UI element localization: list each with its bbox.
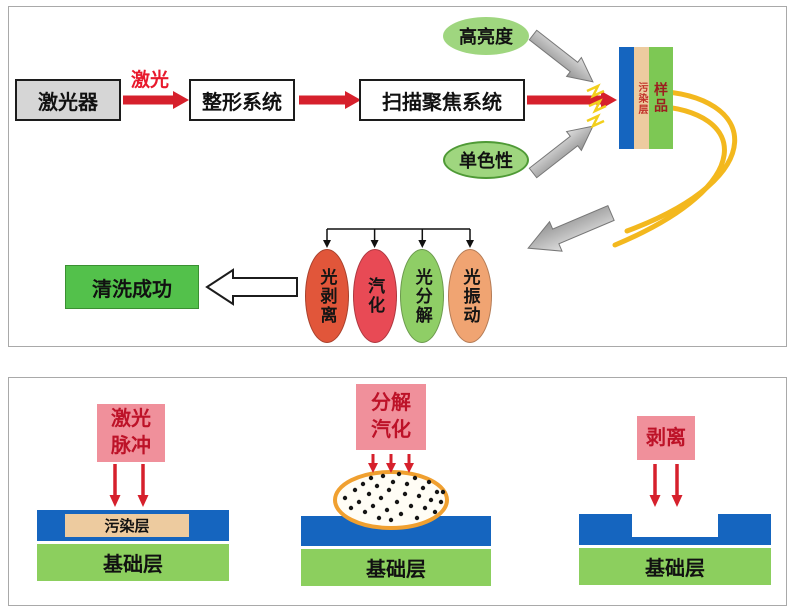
laser-beam-label: 激光: [131, 70, 170, 91]
mechanism-oval-photovibration: 光振动: [448, 249, 492, 343]
laser-arrow-3-icon: [527, 91, 617, 109]
mechanism-label: 汽化: [365, 277, 385, 315]
beam-sparks-icon: [586, 83, 607, 129]
mechanism-label: 光振动: [460, 267, 480, 325]
stage3-base-layer: 基础层: [579, 548, 771, 585]
sample-stack: 污染层 样品: [619, 47, 673, 149]
pulse-arrows-stage2-icon: [368, 454, 414, 473]
shaping-system-label: 整形系统: [202, 91, 282, 114]
mechanism-label: 光剥离: [317, 267, 337, 325]
stage2-contamination-layer-bar: [301, 516, 491, 546]
stage2-base-label: 基础层: [366, 559, 426, 581]
mechanism-oval-photostripping: 光剥离: [305, 249, 349, 343]
stage1-contamination-box: 污染层: [65, 514, 189, 537]
mechanism-oval-vaporization: 汽化: [352, 249, 397, 343]
high-brightness-oval: 高亮度: [443, 17, 529, 55]
stage1-base-label: 基础层: [103, 554, 163, 576]
scan-focus-system-label: 扫描聚焦系统: [382, 91, 502, 114]
pulse-arrows-stage3-icon: [649, 464, 683, 507]
sample-label: 样品: [653, 82, 669, 114]
cleaning-success-label: 清洗成功: [92, 278, 172, 301]
beam-return-arrow-icon: [527, 204, 615, 252]
stage3-title-box: 剥离: [637, 416, 695, 460]
high-brightness-label: 高亮度: [459, 27, 513, 47]
stage3-base-label: 基础层: [645, 558, 705, 580]
laser-arrow-1-icon: [123, 91, 189, 109]
laser-source-label: 激光器: [38, 91, 98, 114]
stage1-base-layer: 基础层: [37, 544, 229, 581]
stage2-title-box: 分解 汽化: [356, 384, 426, 450]
monochromaticity-oval: 单色性: [443, 141, 529, 179]
contamination-strip: 污染层: [634, 47, 649, 149]
monochromaticity-arrow-icon: [528, 125, 594, 179]
bottom-stages-panel: 污染层 基础层 基础层 基础层: [8, 377, 787, 606]
mechanism-label: 光分解: [412, 267, 432, 325]
shaping-system-box: 整形系统: [189, 79, 295, 121]
top-flow-panel: 激光器 激光 整形系统 扫描聚焦系统 高亮度 单色性 污染层 样品 光剥离: [8, 6, 787, 347]
stage2-base-layer: 基础层: [301, 549, 491, 586]
stage3-title: 剥离: [646, 426, 686, 449]
branch-arrowheads-icon: [323, 240, 474, 248]
pulse-arrows-stage1-icon: [109, 464, 149, 507]
stage1-title: 激光 脉冲: [111, 408, 151, 457]
contamination-label: 污染层: [636, 81, 647, 115]
sample-strip: 样品: [649, 47, 673, 149]
result-arrow-icon: [205, 268, 298, 306]
scan-focus-system-box: 扫描聚焦系统: [359, 79, 525, 121]
stage1-contamination-label: 污染层: [104, 518, 150, 535]
monochromaticity-label: 单色性: [459, 151, 513, 171]
substrate-blue-strip: [619, 47, 634, 149]
laser-source-box: 激光器: [15, 79, 121, 121]
laser-arrow-2-icon: [299, 91, 361, 109]
branch-lines: [326, 228, 471, 240]
speckle-dots-icon: [342, 471, 446, 523]
stage3-stripped-notch: [632, 514, 718, 537]
stage2-title: 分解 汽化: [371, 392, 411, 441]
brightness-arrow-icon: [528, 29, 594, 83]
mechanism-oval-photodecomposition: 光分解: [400, 249, 445, 343]
cleaning-success-box: 清洗成功: [65, 265, 199, 309]
stage1-title-box: 激光 脉冲: [97, 404, 165, 462]
